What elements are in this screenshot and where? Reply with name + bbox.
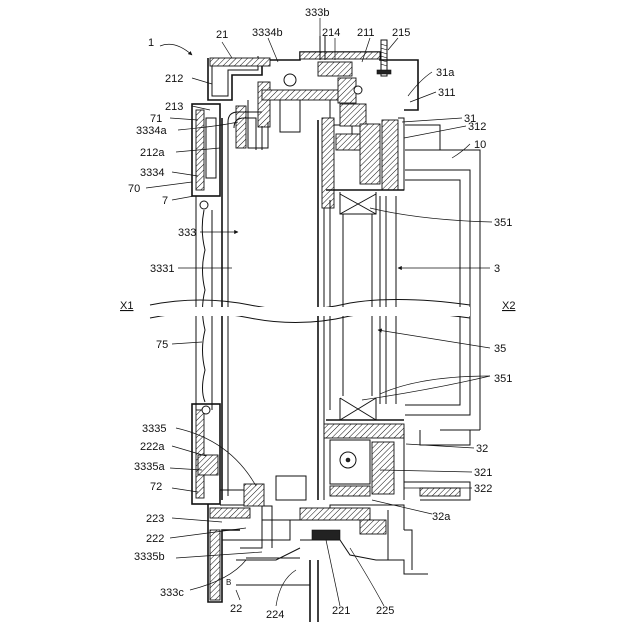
label-32: 32 <box>476 443 488 455</box>
label-222: 222 <box>146 533 164 545</box>
outer-housing-10 <box>405 125 480 445</box>
label-71: 71 <box>150 113 162 125</box>
label-3335b: 3335b <box>134 551 165 563</box>
label-321: 321 <box>474 467 492 479</box>
svg-text:B: B <box>226 578 231 587</box>
label-X2: X2 <box>502 300 515 312</box>
label-72: 72 <box>150 481 162 493</box>
label-75: 75 <box>156 339 168 351</box>
label-35: 35 <box>494 343 506 355</box>
label-3: 3 <box>494 263 500 275</box>
label-3334a: 3334a <box>136 125 167 137</box>
label-333c: 333c <box>160 587 184 599</box>
label-322: 322 <box>474 483 492 495</box>
label-213: 213 <box>165 101 183 113</box>
label-211: 211 <box>357 27 375 39</box>
label-3331: 3331 <box>150 263 174 275</box>
bottom-unit-32 <box>324 424 470 500</box>
label-1: 1 <box>148 37 154 49</box>
label-3335: 3335 <box>142 423 166 435</box>
label-224: 224 <box>266 609 284 621</box>
label-21: 21 <box>216 29 228 41</box>
label-225: 225 <box>376 605 394 617</box>
label-221: 221 <box>332 605 350 617</box>
label-3334: 3334 <box>140 167 164 179</box>
label-7: 7 <box>162 195 168 207</box>
label-215: 215 <box>392 27 410 39</box>
label-212a: 212a <box>140 147 165 159</box>
label-222a: 222a <box>140 441 165 453</box>
label-351-bot: 351 <box>494 373 512 385</box>
label-10: 10 <box>474 139 486 151</box>
label-3335a: 3335a <box>134 461 165 473</box>
tank-333 <box>222 112 324 500</box>
label-22: 22 <box>230 603 242 615</box>
label-351-top: 351 <box>494 217 512 229</box>
label-212: 212 <box>165 73 183 85</box>
core-unit-3 <box>322 118 404 420</box>
label-214: 214 <box>322 27 340 39</box>
label-312: 312 <box>468 121 486 133</box>
label-333: 333 <box>178 227 196 239</box>
label-70: 70 <box>128 183 140 195</box>
label-X1: X1 <box>120 300 133 312</box>
label-32a: 32a <box>432 511 451 523</box>
break-lines <box>150 299 470 322</box>
label-311: 311 <box>438 87 456 99</box>
label-333b: 333b <box>305 7 329 19</box>
label-223: 223 <box>146 513 164 525</box>
label-31a: 31a <box>436 67 455 79</box>
label-3334b: 3334b <box>252 27 283 39</box>
